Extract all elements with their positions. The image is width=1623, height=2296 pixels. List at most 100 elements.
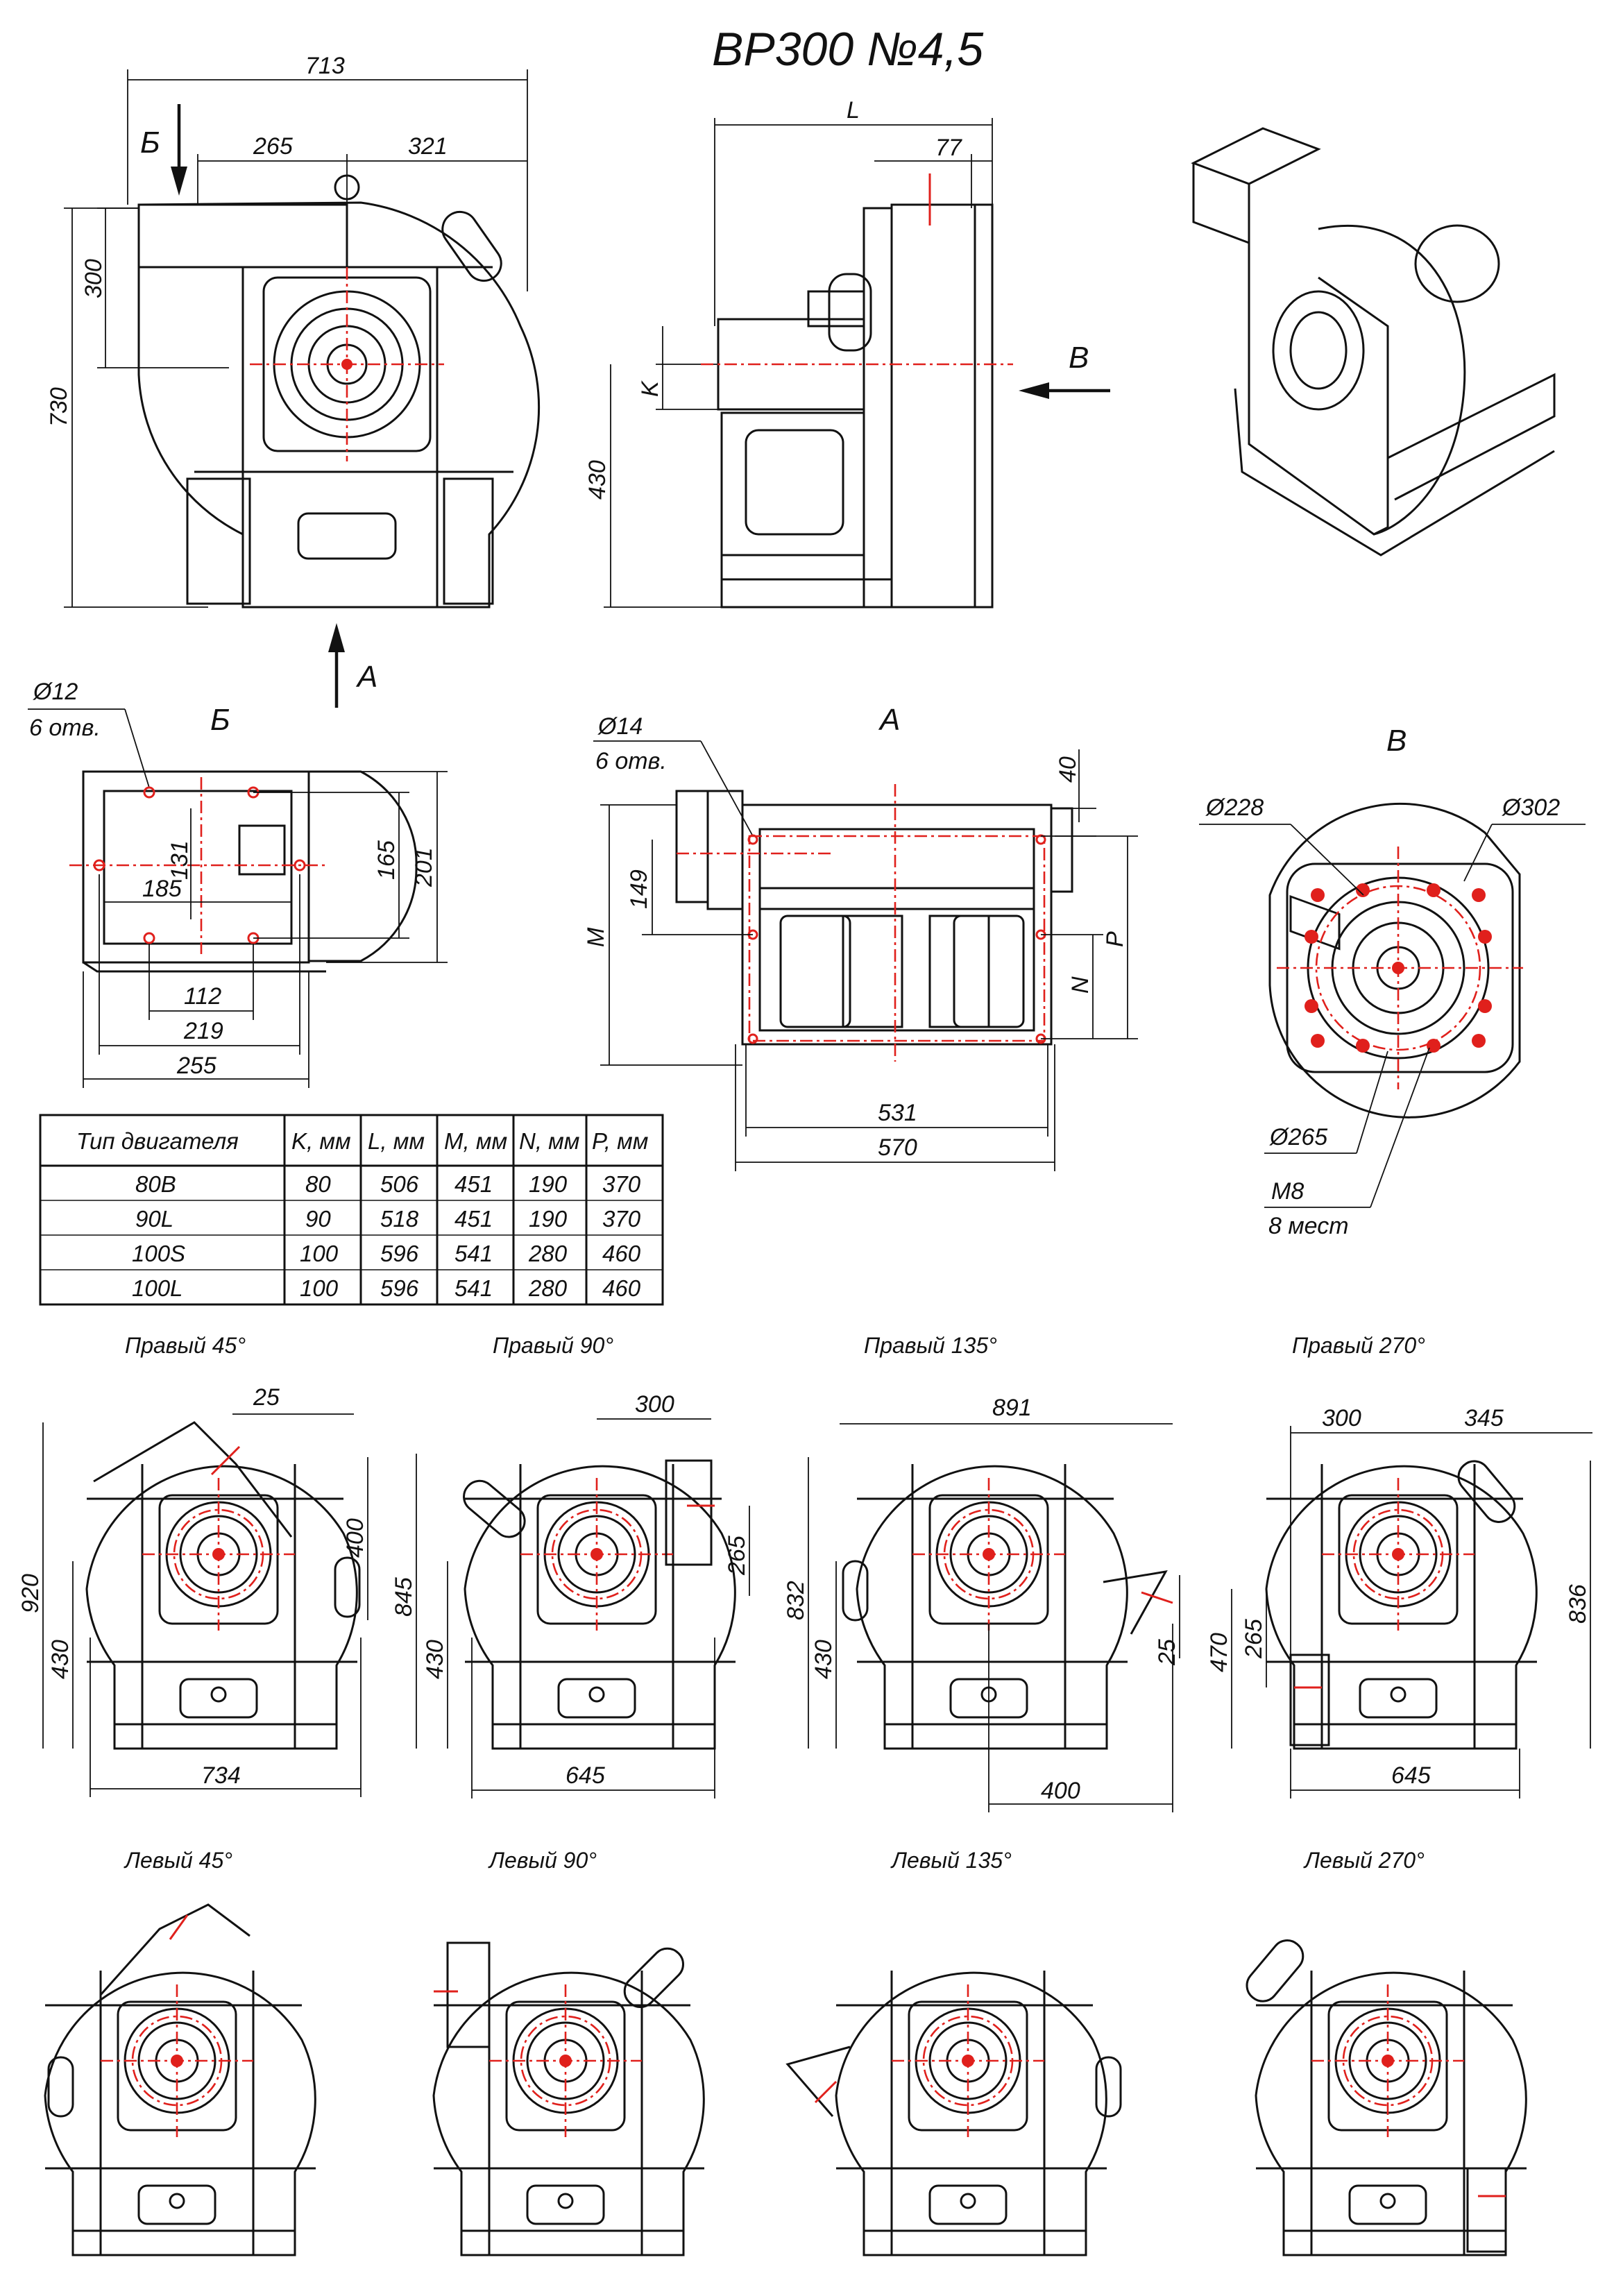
table-row: 100S 100 596 541 280 460 [132, 1241, 641, 1266]
position-caption: Правый 270° [1292, 1333, 1425, 1358]
dim-713: 713 [305, 53, 345, 79]
table-cell: 506 [380, 1171, 419, 1197]
position-caption: Правый 135° [864, 1333, 997, 1358]
table-cell: 90 [305, 1206, 331, 1232]
position-right-270: Правый 270° 300 345 470 265 836 645 [1206, 1333, 1592, 1798]
dim-m8: M8 [1271, 1178, 1304, 1205]
view-v: В Ø228 Ø302 Ø265 M8 8 мест [1199, 724, 1586, 1239]
dim-891: 891 [992, 1395, 1032, 1421]
view-a-label: А [878, 703, 900, 737]
dim-400: 400 [342, 1518, 368, 1558]
dim-300: 300 [635, 1391, 674, 1418]
dim-K: K [637, 380, 663, 397]
dim-645: 645 [566, 1762, 605, 1789]
view-a: А Ø14 6 отв. 40 149 [583, 703, 1138, 1171]
table-header-m: M, мм [444, 1128, 507, 1154]
dim-40: 40 [1055, 756, 1081, 783]
dim-430: 430 [422, 1640, 448, 1679]
table-cell: 460 [602, 1241, 641, 1266]
position-left-45: Левый 45° [44, 1848, 317, 2256]
position-caption: Левый 270° [1303, 1848, 1425, 1873]
front-view: 713 265 321 300 730 Б А [46, 53, 541, 708]
table-cell: 90L [135, 1206, 173, 1232]
table-cell: 190 [529, 1171, 568, 1197]
position-left-90: Левый 90° [432, 1848, 706, 2256]
side-view: L 77 K 430 В [584, 97, 1110, 609]
dim-d265: Ø265 [1269, 1124, 1327, 1150]
dim-N: N [1067, 976, 1094, 994]
dim-845: 845 [391, 1577, 417, 1617]
view-a-hole-count: 6 отв. [595, 748, 667, 774]
dim-d228: Ø228 [1205, 794, 1264, 821]
dim-430: 430 [584, 460, 611, 500]
view-b-hole-count: 6 отв. [29, 715, 101, 741]
table-row: 100L 100 596 541 280 460 [132, 1275, 641, 1301]
dim-131: 131 [167, 840, 193, 880]
dim-L: L [847, 97, 860, 124]
view-v-label: В [1386, 724, 1407, 758]
table-cell: 190 [529, 1206, 568, 1232]
position-right-90: Правый 90° 300 265 845 430 645 [391, 1333, 750, 1798]
dim-430: 430 [47, 1640, 74, 1679]
position-caption: Правый 45° [125, 1333, 246, 1358]
table-cell: 100S [132, 1241, 185, 1266]
dim-P: P [1102, 931, 1128, 947]
dim-470: 470 [1206, 1633, 1232, 1672]
dim-734: 734 [201, 1762, 241, 1789]
table-cell: 518 [380, 1206, 419, 1232]
dim-300: 300 [80, 259, 107, 298]
table-cell: 596 [380, 1275, 419, 1301]
table-cell: 100L [132, 1275, 182, 1301]
table-cell: 451 [454, 1206, 493, 1232]
table-row: 90L 90 518 451 190 370 [135, 1206, 641, 1232]
dim-77: 77 [935, 135, 962, 161]
position-caption: Левый 45° [124, 1848, 232, 1873]
dim-165: 165 [373, 840, 400, 880]
table-cell: 460 [602, 1275, 641, 1301]
arrow-v-label: В [1069, 341, 1089, 375]
table-cell: 80В [135, 1171, 176, 1197]
arrow-b-label: Б [140, 126, 160, 160]
position-caption: Левый 135° [890, 1848, 1012, 1873]
position-caption: Правый 90° [493, 1333, 613, 1358]
position-right-45: Правый 45° 25 400 920 430 734 [17, 1333, 368, 1797]
dim-25: 25 [253, 1384, 280, 1411]
dim-201: 201 [411, 847, 437, 887]
motor-table: Тип двигателя K, мм L, мм M, мм N, мм P,… [39, 1114, 664, 1306]
view-a-hole-diameter: Ø14 [597, 713, 643, 740]
dim-832: 832 [783, 1581, 809, 1620]
dim-255: 255 [176, 1053, 216, 1079]
view-b-label: Б [210, 703, 230, 737]
dim-185: 185 [142, 876, 182, 902]
dim-25: 25 [1154, 1639, 1180, 1666]
dim-920: 920 [17, 1574, 44, 1613]
dim-321: 321 [408, 133, 448, 160]
dim-730: 730 [46, 387, 72, 427]
dim-300: 300 [1322, 1405, 1361, 1431]
table-cell: 541 [454, 1241, 493, 1266]
dim-345: 345 [1464, 1405, 1504, 1431]
isometric-view [1191, 127, 1556, 951]
table-cell: 596 [380, 1241, 419, 1266]
dim-M: M [583, 927, 609, 947]
view-b: Б Ø12 6 отв. 131 185 165 201 [28, 679, 448, 1088]
position-left-270: Левый 270° [1246, 1848, 1528, 2256]
table-header-p: P, мм [592, 1128, 648, 1154]
dim-430: 430 [810, 1640, 837, 1679]
table-cell: 370 [602, 1171, 641, 1197]
table-row: 80В 80 506 451 190 370 [135, 1171, 641, 1197]
table-cell: 451 [454, 1171, 493, 1197]
dim-531: 531 [878, 1100, 917, 1126]
table-cell: 280 [528, 1275, 568, 1301]
dim-219: 219 [183, 1018, 223, 1044]
dim-645: 645 [1391, 1762, 1431, 1789]
dim-8-places: 8 мест [1268, 1213, 1349, 1239]
table-header-n: N, мм [519, 1128, 579, 1154]
dim-400: 400 [1041, 1778, 1080, 1804]
dim-265: 265 [1241, 1619, 1267, 1659]
dim-265: 265 [253, 133, 293, 160]
dim-570: 570 [878, 1134, 917, 1161]
table-header-motor: Тип двигателя [76, 1128, 239, 1154]
table-cell: 100 [300, 1275, 339, 1301]
